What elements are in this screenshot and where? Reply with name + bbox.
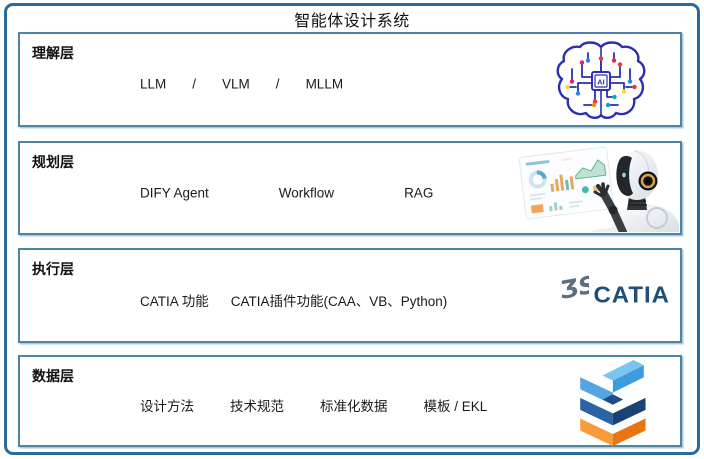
item-standard-data: 标准化数据 bbox=[320, 399, 388, 415]
layer-items: CATIA 功能 CATIA插件功能(CAA、VB、Python) bbox=[140, 290, 447, 310]
dassault-3ds-mark: ƷS bbox=[558, 275, 589, 304]
robot-touchscreen-image bbox=[507, 144, 679, 232]
layer-planning: 规划层 DIFY Agent Workflow RAG bbox=[18, 141, 682, 235]
item-catia-plugin: CATIA插件功能(CAA、VB、Python) bbox=[230, 294, 448, 310]
item-tech-spec: 技术规范 bbox=[230, 399, 284, 415]
item-catia-function: CATIA 功能 bbox=[140, 294, 209, 310]
ds-mark-glyphs: ƷS bbox=[558, 275, 589, 304]
ai-chip-label: AI bbox=[597, 78, 605, 87]
item-vlm: VLM bbox=[222, 76, 250, 92]
layer-items: LLM / VLM / MLLM bbox=[140, 77, 343, 92]
layer-label: 规划层 bbox=[32, 154, 74, 170]
ai-chip: AI bbox=[591, 71, 611, 91]
layer-items: DIFY Agent Workflow RAG bbox=[140, 185, 433, 200]
layer-label: 执行层 bbox=[32, 261, 74, 277]
layer-execution: 执行层 CATIA 功能 CATIA插件功能(CAA、VB、Python) ƷS… bbox=[18, 248, 682, 343]
separator-slash: / bbox=[192, 76, 197, 92]
page-title: 智能体设计系统 bbox=[294, 13, 410, 30]
layer-items: 设计方法 技术规范 标准化数据 模板 / EKL bbox=[140, 395, 487, 415]
layer-understanding: 理解层 LLM / VLM / MLLM bbox=[18, 32, 682, 127]
item-rag: RAG bbox=[404, 185, 434, 200]
catia-logo: ƷS CATIA bbox=[553, 275, 670, 317]
layer-data: 数据层 设计方法 技术规范 标准化数据 模板 / EKL bbox=[18, 355, 682, 447]
layer-label: 理解层 bbox=[32, 45, 74, 61]
layer-label: 数据层 bbox=[32, 368, 74, 384]
item-design-method: 设计方法 bbox=[140, 399, 194, 415]
item-dify-agent: DIFY Agent bbox=[140, 185, 209, 200]
item-llm: LLM bbox=[140, 76, 167, 92]
ai-brain-icon: AI bbox=[554, 39, 648, 123]
item-template-ekl: 模板 / EKL bbox=[423, 399, 488, 415]
item-workflow: Workflow bbox=[278, 185, 335, 200]
data-stack-icon bbox=[570, 360, 654, 446]
catia-wordmark: CATIA bbox=[593, 282, 670, 308]
item-mllm: MLLM bbox=[305, 76, 344, 92]
separator-slash: / bbox=[275, 76, 280, 92]
